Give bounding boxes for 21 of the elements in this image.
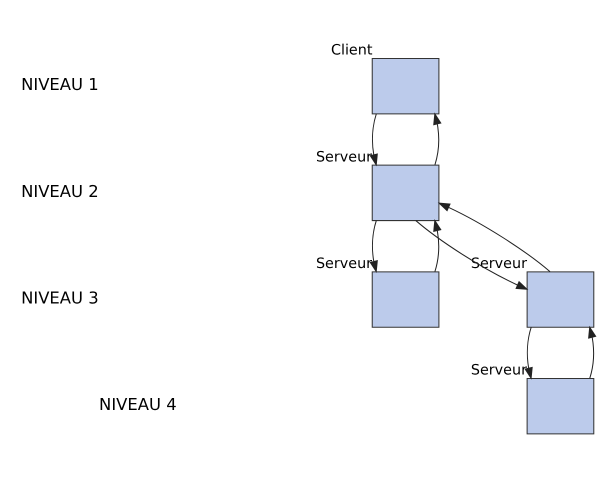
node-box	[372, 58, 440, 114]
arrow	[415, 220, 528, 290]
arrow	[369, 114, 378, 166]
node-label: Serveur	[316, 256, 372, 272]
label: NIVEAU 3	[21, 288, 99, 308]
arrow	[438, 202, 550, 272]
label: NIVEAU 2	[21, 182, 99, 201]
arrow	[433, 219, 442, 272]
node-box	[372, 271, 440, 328]
arrow	[433, 112, 442, 165]
node-box	[526, 271, 594, 328]
label: NIVEAU 4	[99, 395, 177, 414]
arrow	[588, 326, 596, 378]
arrow	[369, 220, 378, 274]
node-box	[372, 164, 440, 222]
label: NIVEAU 1	[21, 75, 99, 94]
node-label: Serveur	[470, 362, 527, 379]
node-box	[526, 378, 594, 434]
node-label: Client	[330, 42, 372, 59]
arrow	[524, 327, 533, 380]
node-label: Serveur	[316, 149, 372, 166]
